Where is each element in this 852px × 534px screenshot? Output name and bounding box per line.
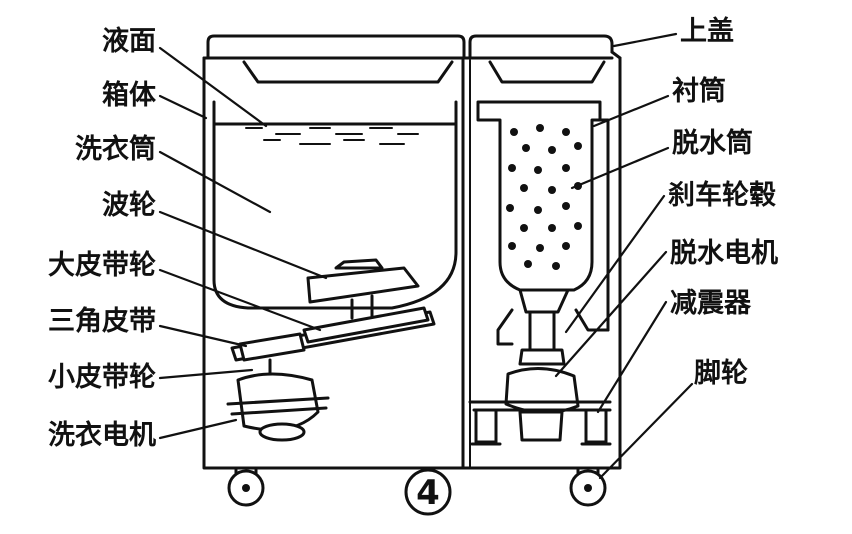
label-brake-hub: 刹车轮毂 — [668, 179, 776, 211]
figure-number: 4 — [404, 468, 452, 516]
spin-tub — [476, 100, 610, 352]
left-labels: 液面 箱体 洗衣筒 波轮 大皮带轮 三角皮带 小皮带轮 洗衣电机 — [48, 26, 157, 451]
machine-cabinet — [202, 34, 622, 470]
wash-tub — [212, 100, 458, 310]
spin-tub-holes — [506, 124, 582, 270]
label-pulsator: 波轮 — [102, 190, 156, 221]
label-spin-motor: 脱水电机 — [670, 238, 778, 269]
wash-motor — [226, 372, 330, 442]
pulsator — [306, 258, 420, 320]
label-small-pulley: 小皮带轮 — [48, 362, 156, 393]
label-large-pulley: 大皮带轮 — [48, 250, 156, 281]
label-spin-tub: 脱水筒 — [672, 127, 753, 159]
label-liquid-surface: 液面 — [102, 26, 156, 57]
belt-drive — [230, 306, 436, 378]
label-v-belt: 三角皮带 — [48, 305, 156, 337]
caster-right — [569, 468, 607, 507]
label-liner: 衬筒 — [672, 75, 726, 107]
label-caster: 脚轮 — [694, 358, 748, 389]
label-cabinet: 箱体 — [102, 79, 157, 111]
label-shock-absorber: 减震器 — [670, 288, 752, 319]
label-wash-motor: 洗衣电机 — [48, 419, 156, 451]
leader-lines — [158, 32, 694, 480]
caster-left — [227, 468, 265, 507]
right-labels: 上盖 衬筒 脱水筒 刹车轮毂 脱水电机 减震器 脚轮 — [668, 16, 778, 389]
label-top-lid: 上盖 — [680, 16, 734, 47]
figure-number-text: 4 — [416, 473, 440, 513]
label-wash-tub: 洗衣筒 — [75, 133, 156, 165]
shock-absorbers — [470, 408, 612, 446]
